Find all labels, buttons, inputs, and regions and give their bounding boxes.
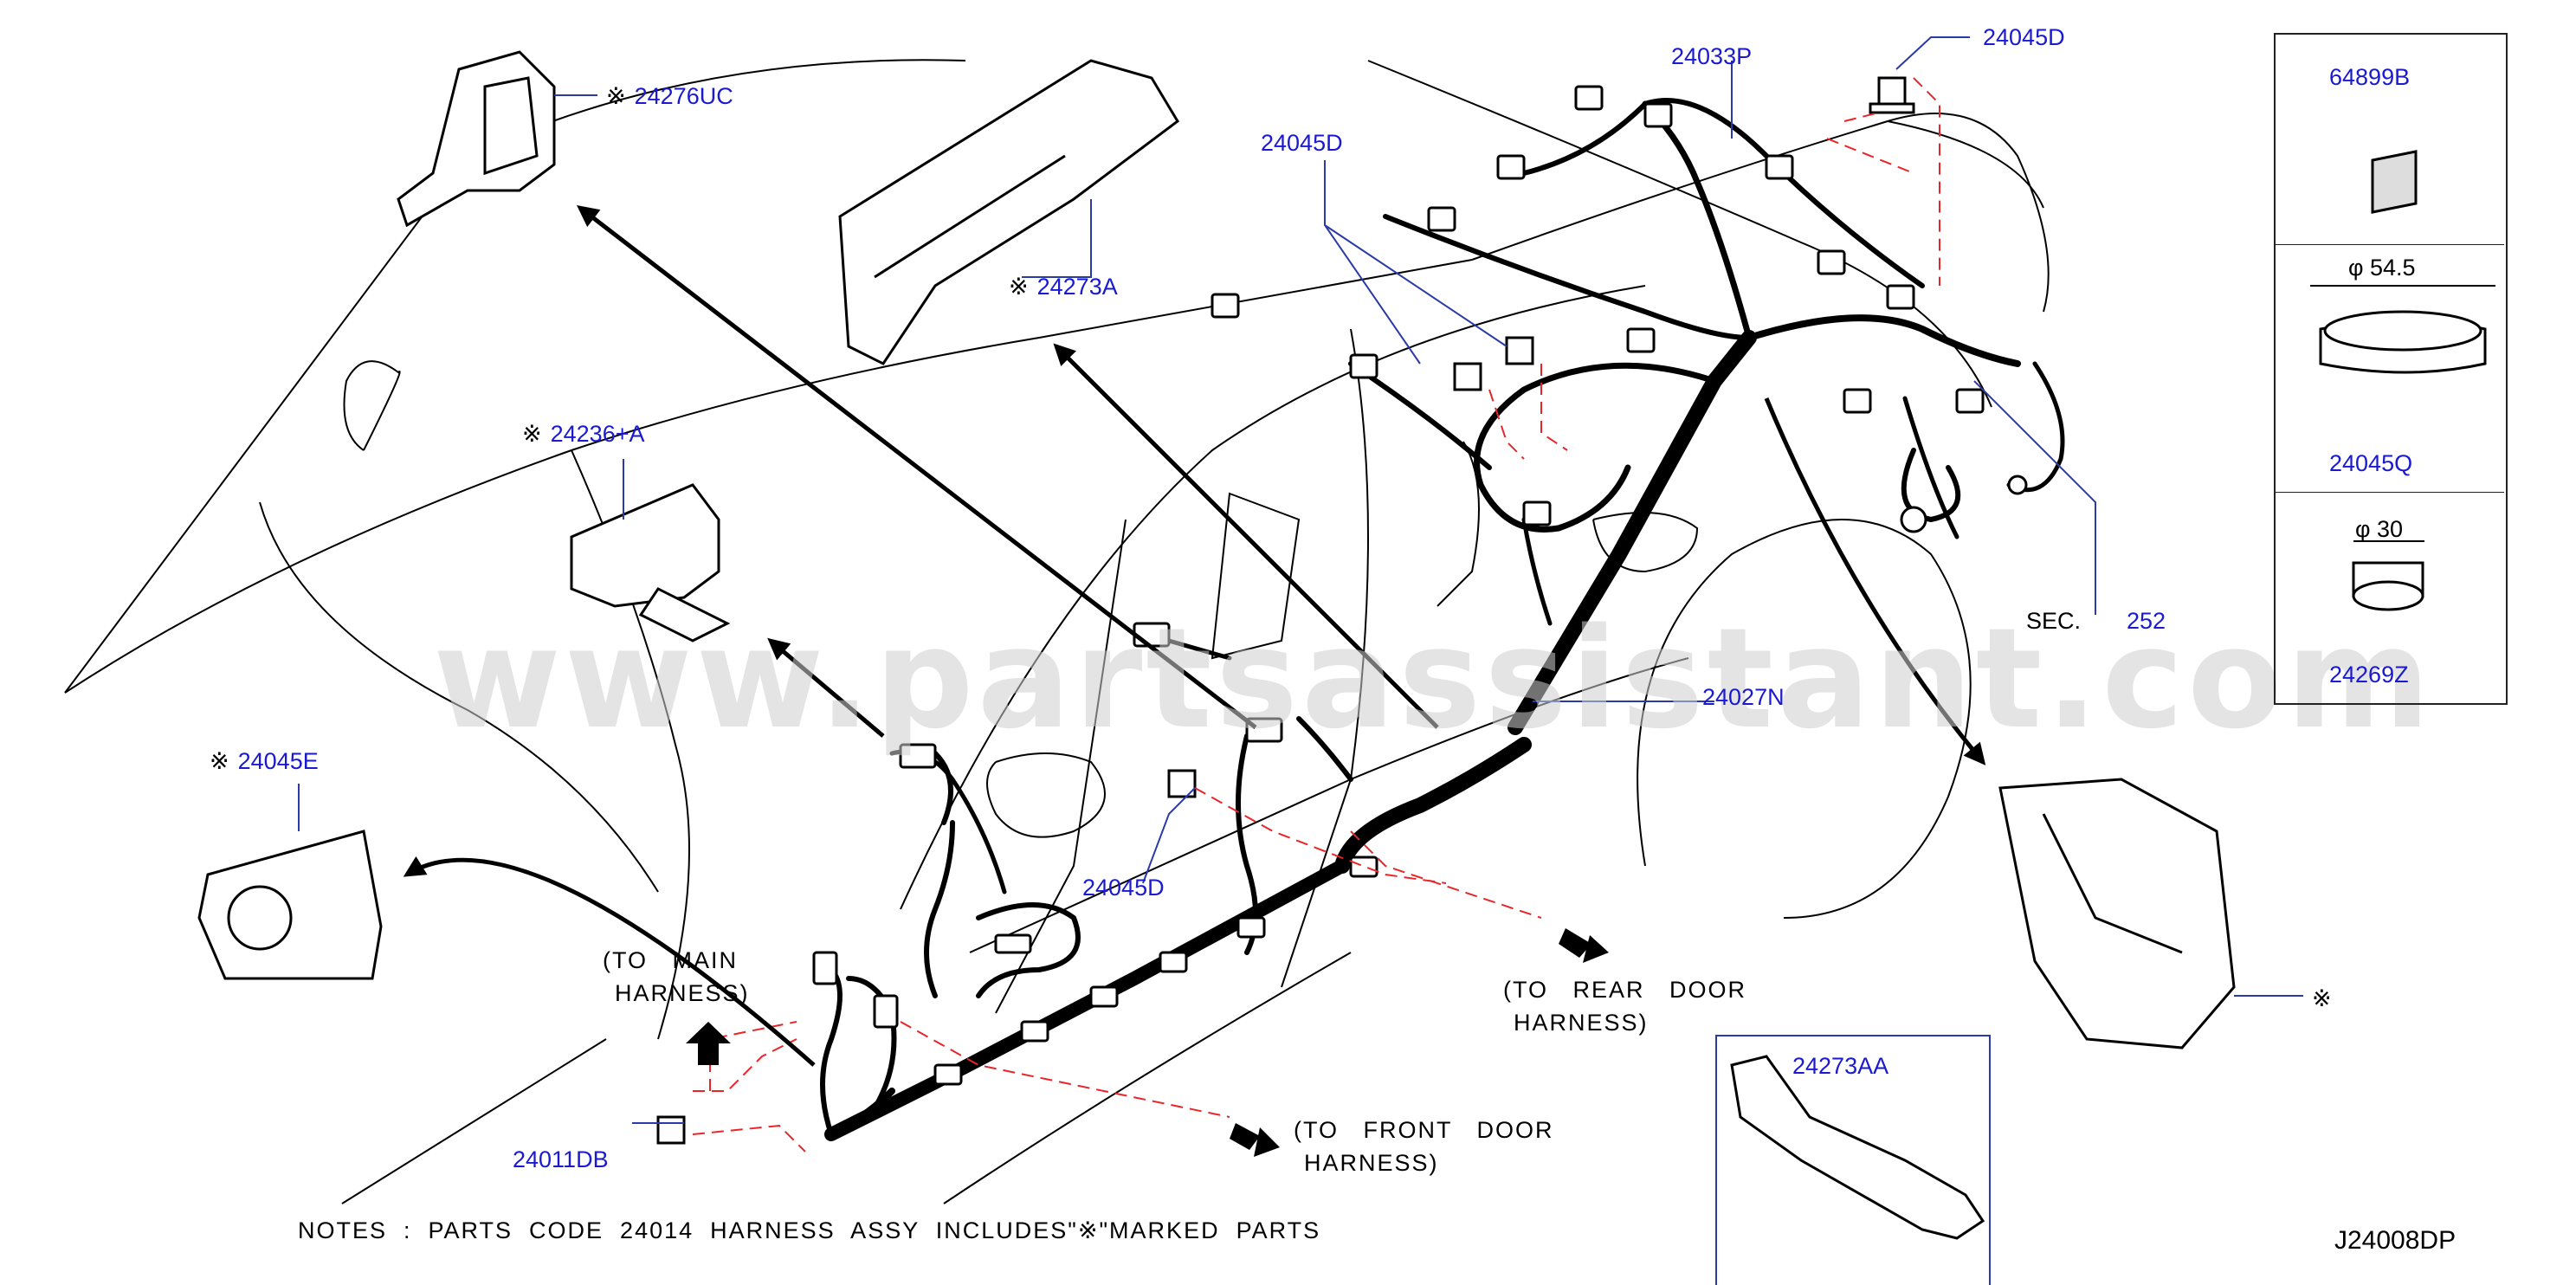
- dashed-guide-lines: [692, 77, 1940, 1153]
- diameter-54-5-label: φ 54.5: [2348, 255, 2416, 281]
- leader-lines: [298, 36, 2303, 1285]
- notes-text: NOTES : PARTS CODE 24014 HARNESS ASSY IN…: [298, 1217, 1321, 1243]
- part-64899B-label: 64899B: [2329, 64, 2411, 90]
- part-24027N-label: 24027N: [1702, 684, 1785, 710]
- diagram-code: J24008DP: [2334, 1226, 2457, 1255]
- callout-arrows: [686, 928, 1609, 1157]
- inset-graphics: [2310, 150, 2495, 611]
- part-24011DB-label: 24011DB: [513, 1146, 609, 1172]
- part-24045D-mid-label: 24045D: [1261, 130, 1343, 156]
- diameter-30-label: φ 30: [2355, 516, 2404, 542]
- part-cover-illustration: [1998, 778, 2236, 1049]
- part-24045E-label: ※24045E: [210, 748, 319, 774]
- part-24269Z-label: 24269Z: [2329, 662, 2409, 688]
- part-24045E-illustration: [197, 830, 383, 980]
- part-24236A-illustration: [570, 483, 731, 642]
- part-24276UC-label: ※24276UC: [606, 83, 733, 109]
- part-24273AA-label: 24273AA: [1792, 1053, 1889, 1079]
- sec-number-label: 252: [2127, 608, 2166, 634]
- part-24033P-label: 24033P: [1671, 43, 1753, 69]
- direction-arrows: [403, 204, 1986, 1067]
- part-24273AA-illustration: [1730, 1055, 1985, 1240]
- part-24236A-label: ※24236+A: [522, 421, 645, 447]
- inset-divider-1: [2274, 244, 2504, 245]
- cover-marker-label: ※: [2312, 985, 2332, 1011]
- part-24273A-illustration: [838, 59, 1179, 365]
- inset-box: [2274, 33, 2508, 705]
- part-24045Q-label: 24045Q: [2329, 450, 2413, 476]
- part-24045D-left-label: 24045D: [1082, 875, 1165, 901]
- bolt-clips: [656, 76, 1915, 1145]
- part-24276UC-illustration: [397, 50, 556, 228]
- part-24045D-top-label: 24045D: [1983, 24, 2065, 50]
- inset-divider-2: [2274, 492, 2504, 493]
- part-24273A-label: ※24273A: [1009, 274, 1118, 300]
- harness-connectors: [812, 85, 2028, 1086]
- sec-label: SEC.: [2026, 608, 2082, 634]
- watermark: www.partsassistant.com: [433, 597, 2434, 759]
